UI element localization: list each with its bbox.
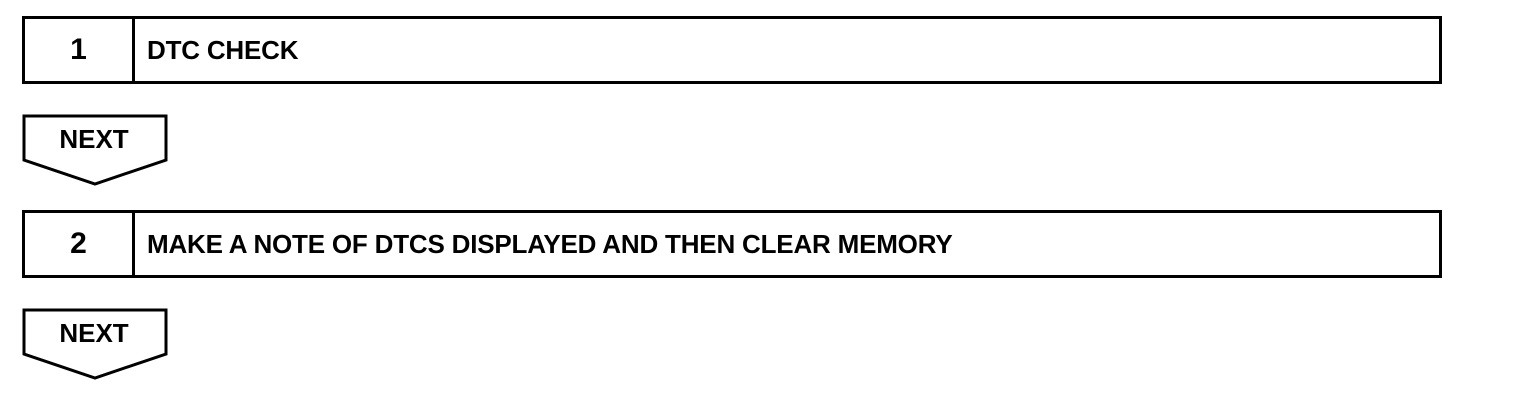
step-box-2: 2 MAKE A NOTE OF DTCS DISPLAYED AND THEN…: [22, 210, 1442, 278]
step-number: 2: [25, 213, 135, 275]
next-arrow-2: NEXT: [22, 308, 168, 382]
next-arrow-1: NEXT: [22, 114, 168, 188]
step-title: MAKE A NOTE OF DTCS DISPLAYED AND THEN C…: [147, 228, 953, 259]
next-label: NEXT: [59, 318, 129, 348]
step-title: DTC CHECK: [147, 34, 299, 65]
next-arrow-shape: [22, 114, 168, 186]
step-number: 1: [25, 19, 135, 81]
next-arrow-shape: [22, 308, 168, 380]
step-box-1: 1 DTC CHECK: [22, 16, 1442, 84]
next-label: NEXT: [59, 124, 129, 154]
